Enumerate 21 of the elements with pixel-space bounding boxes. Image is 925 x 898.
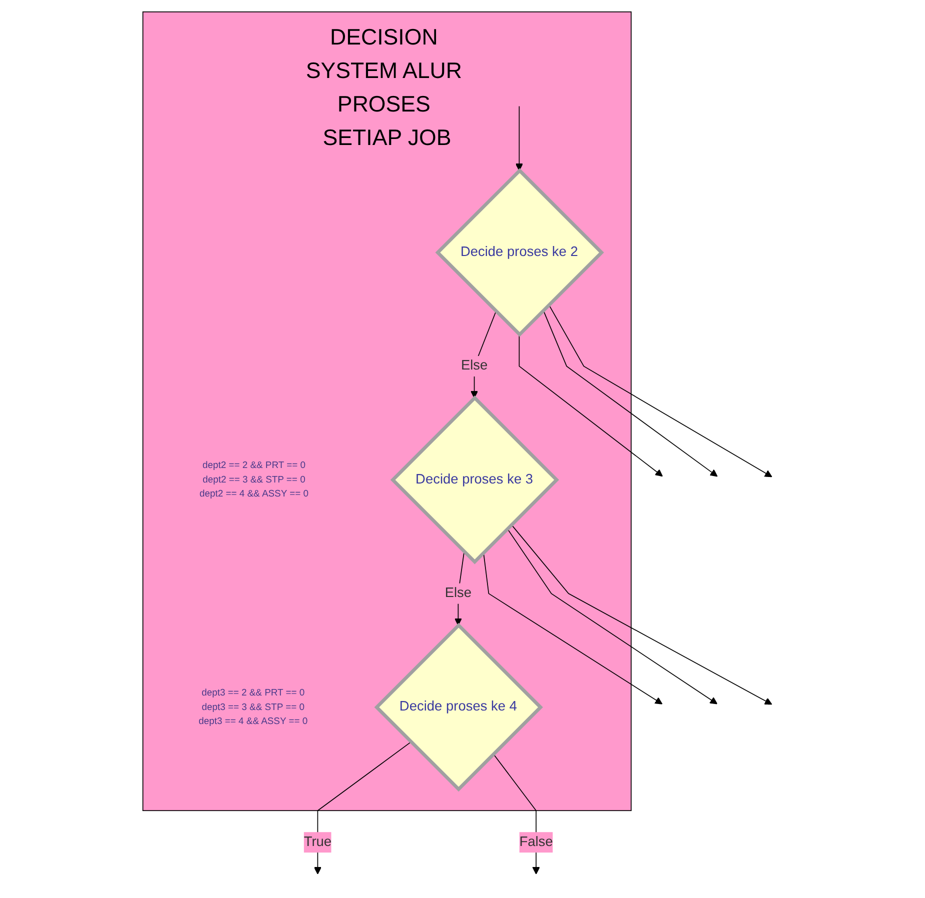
edge-label: True: [303, 834, 332, 850]
arrow: [548, 304, 772, 478]
edge-label: Else: [444, 586, 472, 600]
node-label: dept3 == 4 && ASSY == 0: [198, 716, 308, 726]
node-label: dept3 == 3 && STP == 0: [201, 702, 304, 712]
arrow: [482, 552, 662, 704]
arrow: [506, 528, 717, 704]
arrow: [542, 310, 718, 477]
node-diamond: Decide proses ke 3: [390, 396, 559, 564]
arrow: [514, 106, 523, 171]
node-label: dept2 == 3 && STP == 0: [202, 474, 305, 485]
arrow: [313, 742, 411, 874]
node-diamond: Decide proses ke 4: [374, 622, 543, 792]
node-diamond: Decide proses ke 2: [434, 168, 604, 337]
node-label: dept2 == 4 && ASSY == 0: [199, 488, 308, 499]
edge-label: False: [518, 834, 552, 850]
edge-label: Else: [460, 358, 488, 374]
node-label: dept3 == 2 && PRT == 0: [201, 688, 304, 698]
arrow: [510, 524, 772, 705]
arrow: [518, 334, 662, 477]
node-label: dept2 == 2 && PRT == 0: [202, 460, 306, 471]
